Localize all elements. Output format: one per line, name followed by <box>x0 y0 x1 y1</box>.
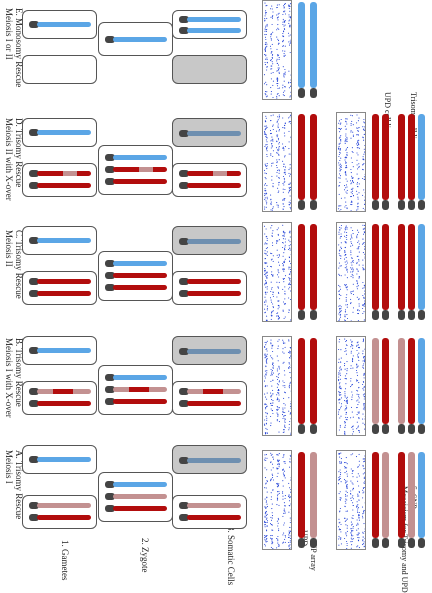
snp-dots <box>338 224 365 321</box>
snp-array-panel <box>336 222 366 322</box>
somatic-box <box>172 381 247 415</box>
snp-dots <box>263 2 291 99</box>
snp-array-panel <box>262 336 292 436</box>
trisomy-cell-line-chromosome <box>408 338 415 436</box>
gamete-box <box>22 271 97 305</box>
vertical-chromosome <box>298 224 305 322</box>
trisomy-cell-line-chromosome <box>418 338 425 436</box>
vertical-chromosome <box>298 114 305 212</box>
trisomy-cell-line-chromosome <box>398 338 405 436</box>
somatic-box <box>172 10 247 39</box>
snp-dots <box>263 339 291 435</box>
zygote-box <box>98 145 173 195</box>
gamete-box <box>22 336 97 365</box>
gamete-box <box>22 495 97 529</box>
column-title-zygote: 2. Zygote <box>140 538 150 573</box>
upd-cell-line-chromosome <box>372 452 379 550</box>
somatic-box-grey <box>172 336 247 365</box>
upd-cell-line-chromosome <box>382 338 389 436</box>
trisomy-cell-line-chromosome <box>398 224 405 322</box>
snp-array-panel <box>262 450 292 550</box>
somatic-box-grey <box>172 226 247 255</box>
snp-array-panel <box>262 112 292 212</box>
trisomy-cell-line-chromosome <box>418 114 425 212</box>
snp-array-panel <box>336 336 366 436</box>
trisomy-cell-line-chromosome <box>418 452 425 550</box>
upd-cell-line-chromosome <box>382 224 389 322</box>
zygote-box <box>98 365 173 415</box>
vertical-chromosome <box>310 338 317 436</box>
upd-cell-line-chromosome <box>372 114 379 212</box>
somatic-box-grey <box>172 55 247 84</box>
snp-array-panel <box>262 222 292 322</box>
vertical-chromosome <box>310 2 317 100</box>
trisomy-cell-line-chromosome <box>398 114 405 212</box>
snp-dots <box>263 224 291 321</box>
upd-cell-line-chromosome <box>382 114 389 212</box>
vertical-chromosome <box>310 224 317 322</box>
vertical-chromosome <box>298 452 305 550</box>
snp-array-panel <box>262 0 292 100</box>
zygote-box <box>98 251 173 301</box>
snp-dots <box>263 114 291 211</box>
gamete-box <box>22 163 97 197</box>
gamete-box-empty <box>22 55 97 84</box>
zygote-box <box>98 22 173 56</box>
upd-cell-line-chromosome <box>372 338 379 436</box>
snp-dots <box>263 452 291 549</box>
snp-dots <box>337 452 365 549</box>
snp-array-panel <box>336 112 366 212</box>
gamete-box <box>22 226 97 255</box>
vertical-chromosome <box>298 338 305 436</box>
gamete-box <box>22 118 97 147</box>
trisomy-cell-line-chromosome <box>408 224 415 322</box>
gamete-box <box>22 10 97 39</box>
somatic-box <box>172 163 247 197</box>
somatic-box-grey <box>172 445 247 474</box>
vertical-chromosome <box>298 2 305 100</box>
vertical-chromosome <box>310 114 317 212</box>
trisomy-cell-line-chromosome <box>408 114 415 212</box>
somatic-box <box>172 495 247 529</box>
vertical-chromosome <box>310 452 317 550</box>
snp-array-panel <box>336 450 366 550</box>
column-title-gametes: 1. Gametes <box>60 540 70 581</box>
trisomy-cell-line-chromosome <box>408 452 415 550</box>
gamete-box <box>22 445 97 474</box>
snp-dots <box>337 114 365 211</box>
upd-cell-line-chromosome <box>382 452 389 550</box>
upd-cell-line-chromosome <box>372 224 379 322</box>
somatic-box <box>172 271 247 305</box>
zygote-box <box>98 472 173 522</box>
trisomy-cell-line-chromosome <box>418 224 425 322</box>
trisomy-cell-line-chromosome <box>398 452 405 550</box>
column-title-somatic: 3. Somatic Cells <box>226 526 236 586</box>
gamete-box <box>22 381 97 415</box>
somatic-box-grey <box>172 118 247 147</box>
snp-dots <box>337 338 365 435</box>
